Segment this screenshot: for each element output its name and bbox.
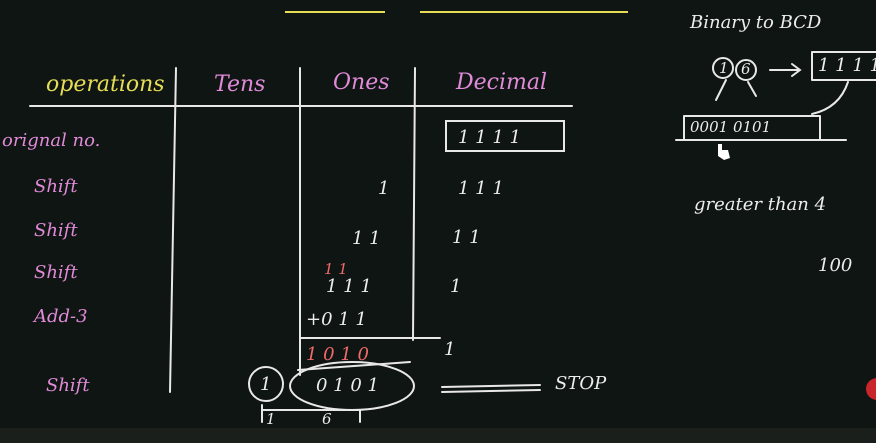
op-shift-final: Shift [46, 375, 90, 396]
cursor-hand-icon [718, 144, 730, 160]
tens-final: 1 [260, 374, 272, 395]
header-operations: operations [46, 72, 165, 97]
bottom-digit-1: 1 [266, 410, 276, 428]
ones-shift-2: 1 1 [352, 228, 381, 249]
carry-marks: 1 1 [324, 260, 348, 278]
note-bcd: 0001 0101 [690, 118, 772, 136]
header-decimal: Decimal [456, 70, 548, 95]
ones-add-3: +0 1 1 [306, 309, 367, 330]
op-shift-1: Shift [34, 176, 78, 197]
op-shift-2: Shift [34, 220, 78, 241]
decimal-result: 1 [444, 339, 456, 360]
decimal-shift-3: 1 [450, 276, 462, 297]
op-shift-3: Shift [34, 262, 78, 283]
stop-label: STOP [555, 373, 607, 394]
op-add-3: Add-3 [34, 306, 88, 327]
record-indicator [866, 378, 876, 400]
note-greater: greater than 4 [694, 194, 827, 215]
bottom-digit-6: 6 [322, 410, 332, 428]
note-digit-1: 1 [719, 59, 729, 77]
note-digit-6: 6 [741, 60, 751, 78]
ones-shift-3: 1 1 1 [326, 276, 372, 297]
decimal-shift-2: 1 1 [452, 227, 481, 248]
note-hundred: 100 [818, 255, 853, 276]
ones-final: 0 1 0 1 [316, 375, 379, 396]
ones-shift-1: 1 [378, 178, 390, 199]
ones-result: 1 0 1 0 [306, 344, 369, 365]
decimal-original: 1 1 1 1 [458, 127, 521, 148]
video-bottom-strip [0, 428, 876, 443]
notes-title: Binary to BCD [690, 12, 822, 33]
note-bits: 1 1 1 1 [818, 55, 876, 76]
header-ones: Ones [333, 70, 390, 95]
decimal-shift-1: 1 1 1 [458, 178, 504, 199]
op-original: orignal no. [2, 130, 101, 151]
header-tens: Tens [214, 72, 266, 97]
